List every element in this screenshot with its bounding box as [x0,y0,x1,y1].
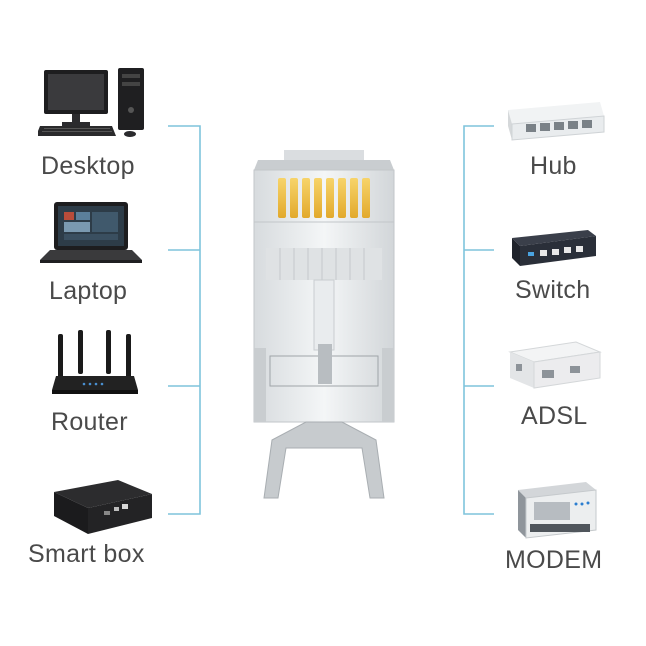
device-label-smart-box: Smart box [28,540,145,568]
device-label-hub: Hub [530,152,577,180]
device-label-desktop: Desktop [41,152,135,180]
modem-icon [518,482,597,539]
left-bracket-line [168,125,201,515]
device-label-modem: MODEM [505,546,603,574]
laptop-icon [40,202,142,263]
network-hub-icon [508,102,605,141]
device-label-adsl: ADSL [521,402,588,430]
rj45-connector-icon [253,150,395,499]
right-bracket-line [463,125,494,515]
set-top-box-icon [54,480,152,534]
wifi-router-icon [52,330,138,394]
device-label-laptop: Laptop [49,277,128,305]
desktop-computer-icon [38,68,144,137]
device-label-router: Router [51,408,128,436]
adsl-splitter-icon [508,341,602,389]
network-switch-icon [512,230,596,266]
device-label-switch: Switch [515,276,591,304]
